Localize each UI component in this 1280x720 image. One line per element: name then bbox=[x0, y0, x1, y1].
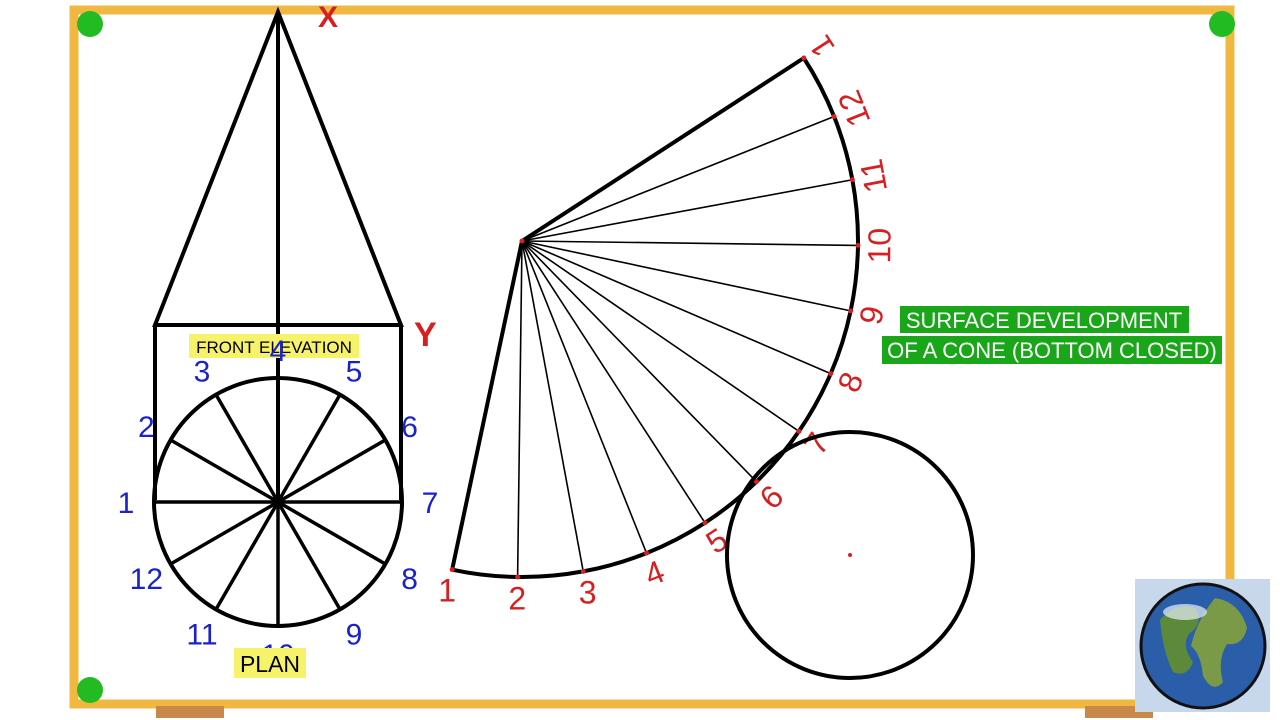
earth-globe-icon bbox=[1135, 579, 1270, 712]
globe-cloud bbox=[1163, 604, 1207, 620]
plan-caption: PLAN bbox=[240, 651, 300, 677]
development-point-label-10: 10 bbox=[861, 228, 897, 264]
globe-landmass-west bbox=[1160, 606, 1199, 674]
development-point-marker bbox=[828, 371, 834, 377]
ledge-left bbox=[156, 706, 224, 718]
plan-chip bbox=[234, 648, 306, 678]
development-edge-line bbox=[520, 56, 805, 243]
apex-label-x: X bbox=[318, 1, 338, 34]
development-point-marker bbox=[702, 520, 708, 526]
development-point-label-11: 11 bbox=[853, 156, 894, 195]
development-generator-line bbox=[521, 240, 832, 375]
plan-point-label-3: 3 bbox=[194, 355, 211, 388]
plan-point-label-5: 5 bbox=[346, 355, 363, 388]
title-line1: SURFACE DEVELOPMENT bbox=[906, 308, 1182, 333]
board-frame bbox=[69, 5, 1235, 718]
base-label-y: Y bbox=[414, 316, 437, 354]
development-generator-line bbox=[521, 240, 758, 483]
pin-bottom-left bbox=[77, 677, 103, 703]
plan-point-label-11: 11 bbox=[186, 619, 217, 652]
plan-point-label-6: 6 bbox=[401, 411, 418, 444]
development-arc bbox=[451, 56, 860, 579]
front-elevation-chip bbox=[189, 334, 359, 358]
plan-division-line bbox=[169, 438, 387, 566]
development-point-label-6: 6 bbox=[752, 478, 790, 516]
development-point-label-2: 2 bbox=[508, 580, 526, 616]
title-line2-bg bbox=[882, 336, 1222, 364]
board-border bbox=[69, 5, 1235, 709]
plan-point-label-8: 8 bbox=[401, 563, 418, 596]
development-point-marker bbox=[848, 308, 854, 314]
development-point-label-1-end: 1 bbox=[802, 29, 842, 64]
title-line2: OF A CONE (BOTTOM CLOSED) bbox=[887, 338, 1217, 363]
development-point-label-1: 1 bbox=[438, 573, 456, 609]
front-elevation-caption: FRONT ELEVATION bbox=[196, 338, 352, 357]
development-point-label-9: 9 bbox=[852, 303, 891, 328]
development-point-marker bbox=[580, 568, 586, 574]
pin-top-right bbox=[1209, 11, 1235, 37]
development-generator-line bbox=[521, 240, 706, 524]
globe-landmass-east bbox=[1191, 598, 1247, 687]
development-point-label-4: 4 bbox=[640, 553, 670, 593]
development-edge-line bbox=[450, 240, 524, 571]
development-generator-line bbox=[521, 240, 851, 312]
pin-top-left bbox=[77, 11, 103, 37]
development-point-label-3: 3 bbox=[579, 574, 597, 610]
development-point-marker bbox=[831, 113, 837, 119]
development-apex-marker bbox=[519, 238, 525, 244]
base-circle bbox=[725, 430, 975, 680]
development-point-marker bbox=[449, 567, 455, 573]
development-point-marker bbox=[796, 428, 802, 434]
development-generator-line bbox=[521, 178, 853, 242]
development-point-marker bbox=[515, 574, 521, 580]
development-point-marker bbox=[849, 177, 855, 183]
development-point-marker bbox=[855, 242, 861, 248]
title-line1-bg bbox=[900, 306, 1189, 333]
development-generator-line bbox=[521, 240, 800, 432]
plan-point-label-1: 1 bbox=[118, 487, 135, 520]
development-point-marker bbox=[644, 550, 650, 556]
plan-point-label-12: 12 bbox=[130, 563, 163, 596]
plan-point-label-7: 7 bbox=[422, 487, 439, 520]
development-point-marker bbox=[753, 479, 759, 485]
development-generator-line bbox=[521, 240, 858, 247]
development-generator-line bbox=[521, 115, 835, 242]
plan-point-label-4: 4 bbox=[270, 335, 287, 368]
development-generator-line bbox=[516, 240, 523, 577]
plan-point-label-9: 9 bbox=[346, 619, 363, 652]
plan-point-label-2: 2 bbox=[138, 411, 155, 444]
development-point-marker bbox=[801, 55, 807, 61]
development-generator-line bbox=[521, 240, 585, 572]
base-circle-center bbox=[848, 553, 852, 557]
base-circle-development bbox=[725, 430, 975, 680]
development-generator-line bbox=[521, 240, 648, 554]
development-point-label-8: 8 bbox=[830, 367, 870, 398]
